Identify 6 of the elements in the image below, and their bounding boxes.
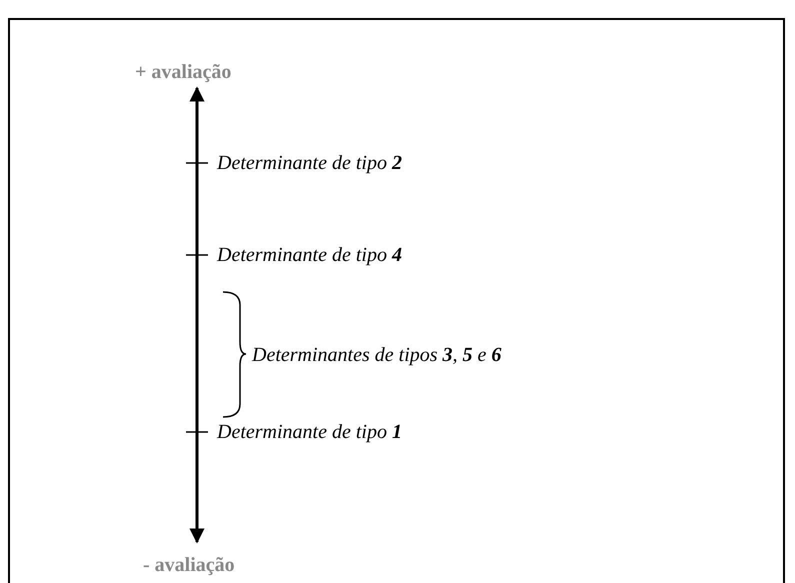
tick-label: Determinante de tipo 4 <box>217 243 402 267</box>
axis-end-label: + avaliação <box>135 60 232 84</box>
bracket-label: Determinantes de tipos 3, 5 e 6 <box>252 343 502 367</box>
axis-end-label: - avaliação <box>143 553 235 577</box>
tick-label: Determinante de tipo 1 <box>217 420 402 444</box>
tick-label: Determinante de tipo 2 <box>217 151 402 175</box>
